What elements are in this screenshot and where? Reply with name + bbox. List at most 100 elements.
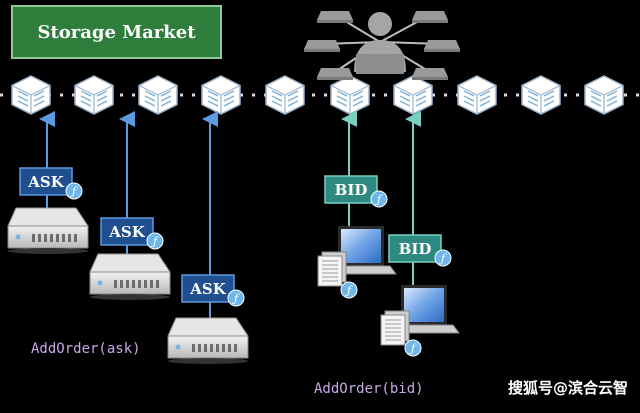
server-slot [144, 280, 147, 288]
block-line [399, 100, 411, 107]
block-line [17, 90, 29, 97]
bid-tag-box [388, 234, 442, 263]
server-slot [38, 234, 41, 242]
server-slot [74, 234, 77, 242]
block-line [287, 100, 299, 107]
block-line [606, 95, 618, 102]
filecoin-symbol: ƒ [344, 284, 353, 297]
server-led [97, 280, 103, 286]
block-line [352, 90, 364, 97]
block-line [144, 95, 156, 102]
chain-block [457, 75, 497, 115]
computer-top [317, 11, 353, 20]
chain-block [330, 75, 370, 115]
block-edges [330, 84, 370, 114]
filecoin-coin [434, 249, 452, 267]
chain-block [265, 75, 305, 115]
server-shadow [168, 358, 248, 364]
network-computer-icon [317, 11, 353, 23]
block-line [415, 95, 427, 102]
block-line [463, 95, 475, 102]
block-line [17, 95, 29, 102]
storage-market-title: Storage Market [11, 5, 222, 59]
block-line [80, 95, 92, 102]
filecoin-coin [404, 339, 422, 357]
server-slot [120, 280, 123, 288]
filecoin-symbol: ƒ [69, 185, 78, 198]
block-line [352, 100, 364, 107]
block-edges [457, 84, 497, 114]
network-computer-icon [317, 68, 353, 80]
block-line [590, 90, 602, 97]
bid-tag-label: BID [399, 240, 432, 258]
block-line [479, 95, 491, 102]
filecoin-icon: ƒ [434, 249, 452, 267]
block-line [527, 100, 539, 107]
block-line [144, 90, 156, 97]
block-line [590, 95, 602, 102]
computer-base [412, 77, 448, 80]
network-computer-icon [412, 68, 448, 80]
block-line [527, 90, 539, 97]
document-icon [317, 251, 347, 287]
filecoin-icon: ƒ [65, 182, 83, 200]
block-line [463, 100, 475, 107]
filecoin-icon: ƒ [404, 339, 422, 357]
user-laptop-icon [356, 54, 404, 74]
computer-top [317, 68, 353, 77]
block-line [271, 95, 283, 102]
network-computer-icon [412, 11, 448, 23]
block-line [336, 95, 348, 102]
ask-tag-label: ASK [108, 223, 145, 241]
block-line [352, 95, 364, 102]
chain-block [584, 75, 624, 115]
block-line [336, 90, 348, 97]
computer-top [304, 40, 340, 49]
server-slot [68, 234, 71, 242]
block-line [160, 90, 172, 97]
ask-tag: ASK ƒ [19, 167, 83, 200]
laptop-screen [341, 229, 381, 263]
block-line [223, 100, 235, 107]
server-slot [150, 280, 153, 288]
block-line [271, 90, 283, 97]
laptop-screen [404, 288, 444, 322]
block-line [223, 95, 235, 102]
block-line [287, 95, 299, 102]
block-line [606, 90, 618, 97]
ask-tag-label: ASK [27, 173, 64, 191]
block-line [590, 100, 602, 107]
server-shadow [8, 248, 88, 254]
server-top [89, 253, 171, 273]
block-line [33, 100, 45, 107]
computer-base [317, 20, 353, 23]
block-line [80, 90, 92, 97]
block-line [96, 100, 108, 107]
filecoin-icon: ƒ [370, 190, 388, 208]
server-slot [132, 280, 135, 288]
server-slot [204, 344, 207, 352]
computer-top [412, 68, 448, 77]
block-line [160, 100, 172, 107]
network-computer-icon [424, 40, 460, 52]
server-slot [32, 234, 35, 242]
chain-block [521, 75, 561, 115]
computer-base [304, 49, 340, 52]
server-icon [89, 253, 171, 300]
block-line [399, 95, 411, 102]
server-slot [126, 280, 129, 288]
computer-top [424, 40, 460, 49]
filecoin-coin [340, 281, 358, 299]
server-led [175, 344, 181, 350]
block-line [17, 100, 29, 107]
block-line [223, 90, 235, 97]
filecoin-coin [227, 289, 245, 307]
block-edges [138, 84, 178, 114]
computer-base [412, 20, 448, 23]
server-slot [138, 280, 141, 288]
